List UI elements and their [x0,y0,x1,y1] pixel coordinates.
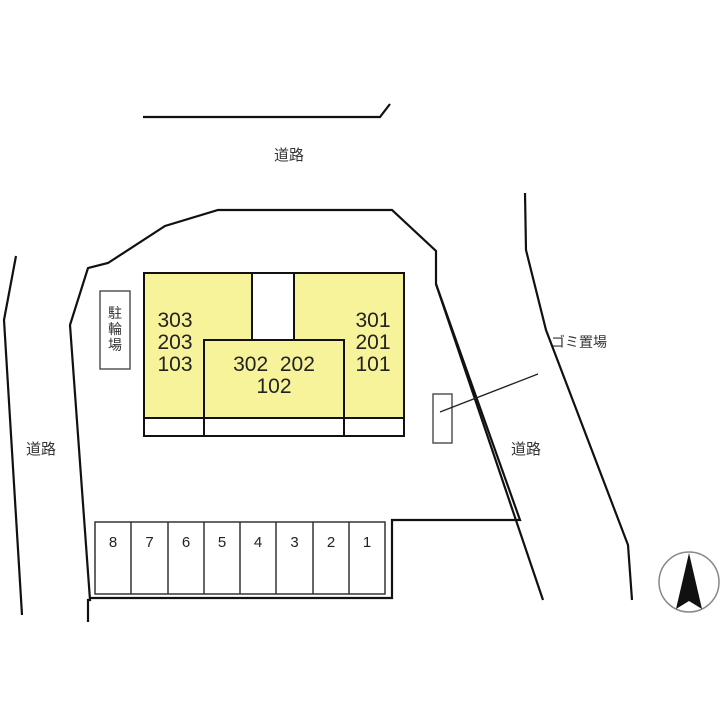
unit-102: 102 [256,375,292,398]
unit-303: 303 [157,309,193,332]
parking-space-8: 8 [108,534,118,551]
unit-203: 203 [157,331,193,354]
parking-space-7: 7 [145,534,154,551]
units-east: 301 201 101 [348,310,398,376]
compass-icon [658,551,720,613]
units-302-202: 302 202 [233,353,315,376]
unit-201: 201 [355,331,391,354]
units-west: 303 203 103 [150,310,200,376]
unit-101: 101 [355,353,391,376]
road-label-north: 道路 [274,146,305,164]
road-label-west: 道路 [26,440,57,458]
unit-301: 301 [355,309,391,332]
units-center: 302 202 102 [206,354,342,398]
road-label-east: 道路 [511,440,542,458]
garbage-area-label: ゴミ置場 [551,335,607,351]
parking-space-1: 1 [362,534,372,551]
unit-103: 103 [157,353,193,376]
parking-space-5: 5 [217,534,227,551]
bicycle-parking-label: 駐輪場 [108,306,122,354]
parking-space-6: 6 [181,534,191,551]
parking-space-2: 2 [326,534,336,551]
parking-space-4: 4 [253,534,263,551]
parking-space-3: 3 [290,534,299,551]
